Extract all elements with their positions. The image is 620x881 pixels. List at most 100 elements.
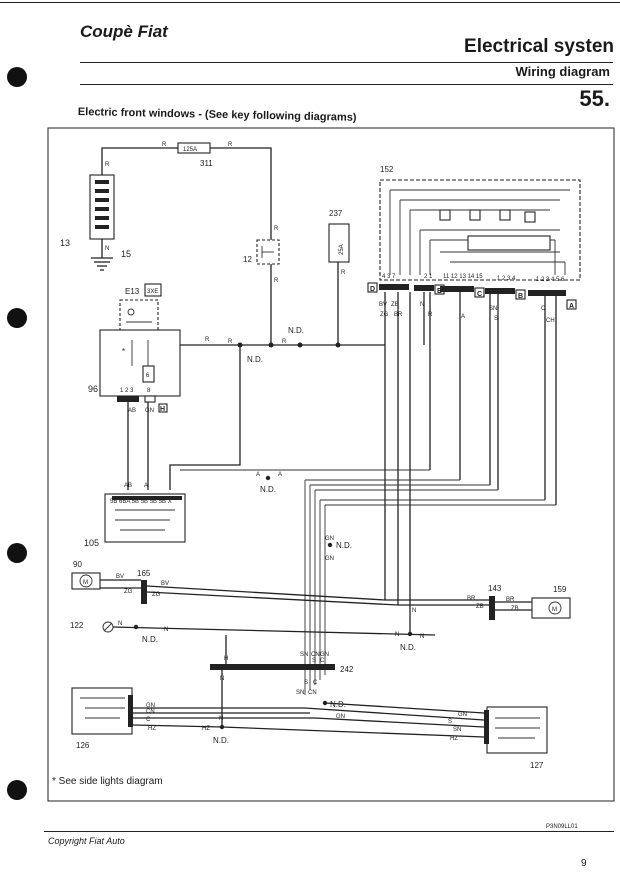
svg-text:M: M (552, 607, 557, 613)
diagram-frame (47, 127, 615, 802)
label-237: 237 (329, 209, 343, 218)
wire-code: AB (124, 483, 132, 489)
svg-text:8: 8 (147, 388, 151, 394)
wire-code: C (313, 680, 318, 686)
wire-code: ZG (380, 312, 389, 318)
wire-code: C (146, 717, 151, 723)
header-rule (80, 62, 613, 63)
label-126: 126 (76, 741, 90, 750)
wire-code: GN (458, 712, 467, 718)
wire-code: N (164, 627, 168, 633)
wire-code: A (461, 314, 465, 320)
wire-code: N (395, 632, 399, 638)
binder-hole (7, 67, 27, 87)
wire-code: R (228, 142, 233, 148)
wire-code: SN (489, 306, 497, 312)
svg-text:125A: 125A (183, 147, 197, 153)
binder-hole (7, 308, 27, 328)
label-242: 242 (340, 665, 354, 674)
connector-242 (210, 664, 335, 670)
connector-A: A (569, 303, 574, 310)
wire-code: GN (325, 536, 334, 542)
wire-code: C (320, 658, 325, 664)
switch-126 (71, 687, 133, 735)
wire-code: S (494, 316, 498, 322)
connector-143 (489, 596, 495, 620)
label-nd: N.D. (213, 736, 229, 745)
wire-code: A (256, 472, 260, 478)
wire-code: BV (116, 574, 124, 580)
svg-text:6: 6 (146, 373, 150, 379)
wire-code: SN (453, 727, 461, 733)
wire-code: GN (336, 714, 345, 720)
wire-code: CH (546, 318, 555, 324)
label-122: 122 (70, 621, 84, 630)
wire-code: C (541, 306, 546, 312)
label-96: 96 (88, 384, 98, 394)
label-90: 90 (73, 560, 82, 569)
wire-code: GN (320, 652, 329, 658)
ground-icon (91, 239, 113, 271)
fuse-237: 25A (328, 223, 350, 263)
wire-code: N (219, 716, 223, 722)
brand-title: Coupè Fiat (80, 22, 168, 41)
label-15: 15 (121, 249, 131, 259)
wire-code: R (228, 339, 233, 345)
label-nd: N.D. (400, 643, 416, 652)
connector-B: B (518, 293, 523, 300)
wire-code: BV (161, 581, 169, 587)
label-143: 143 (488, 584, 502, 593)
wire-code: R (205, 337, 210, 343)
label-165: 165 (137, 569, 151, 578)
page-title: Electrical systen (464, 36, 614, 57)
wire-code: R (105, 162, 110, 168)
label-nd: N.D. (247, 355, 263, 364)
wire-code: GN (146, 703, 155, 709)
wire-code: S (312, 658, 316, 664)
wire-code: HZ (450, 736, 458, 742)
wire-code: BR (506, 597, 515, 603)
binder-hole (7, 780, 27, 800)
wire-code: S (448, 719, 452, 725)
page-number: 9 (581, 858, 587, 869)
control-unit-152 (379, 179, 581, 281)
fuse-311: 125A (177, 142, 211, 154)
wire-code: R (274, 226, 279, 232)
wire-code: CN (308, 690, 317, 696)
switch-module-105: 5B 6BA 5B 5B 5B 5B X (104, 493, 186, 543)
lamp-122-icon (102, 621, 114, 633)
wire-code: GN (145, 408, 154, 414)
svg-text:*: * (122, 347, 125, 356)
connector-D: D (370, 286, 375, 293)
module-96: 6 * 1 2 3 8 (99, 329, 181, 397)
label-159: 159 (553, 585, 567, 594)
wire-code: AB (128, 408, 136, 414)
wire-code: N (420, 634, 424, 640)
wire-code: SN (300, 652, 308, 658)
label-nd: N.D. (330, 700, 346, 709)
wire-code: HZ (148, 726, 156, 732)
wire-code: R (162, 142, 167, 148)
svg-text:1 2 3: 1 2 3 (120, 388, 134, 394)
wire-code: ZG (124, 589, 133, 595)
relay-12 (256, 239, 280, 265)
label-12: 12 (243, 255, 252, 264)
pins-E: 2 1 (424, 274, 433, 280)
label-13: 13 (60, 238, 70, 248)
wire-code: R (274, 278, 279, 284)
connector-96 (117, 396, 139, 402)
label-nd: N.D. (288, 326, 304, 335)
motor-159: M (531, 597, 571, 619)
label-nd: N.D. (260, 485, 276, 494)
wire-code: N (412, 608, 416, 614)
page-code: 55. (579, 86, 610, 111)
label-105: 105 (84, 538, 99, 548)
battery-15 (89, 174, 115, 240)
wire-code: R (341, 270, 346, 276)
label-152: 152 (380, 165, 394, 174)
wire-code: SN (296, 690, 304, 696)
copyright: Copyright Fiat Auto (48, 836, 125, 846)
motor-90: M (71, 572, 101, 590)
wire-code: BV (379, 302, 387, 308)
wire-code: BR (467, 596, 476, 602)
